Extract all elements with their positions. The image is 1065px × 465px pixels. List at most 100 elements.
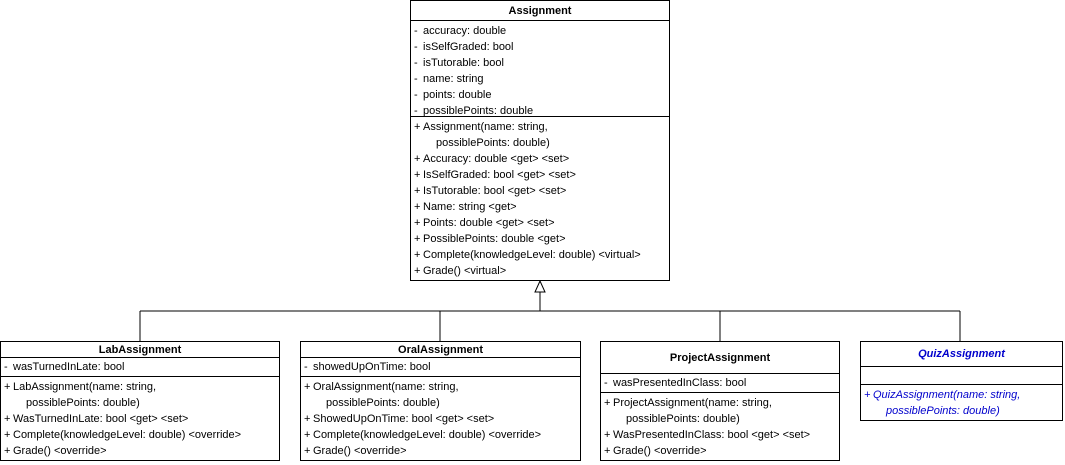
class-name-quiz-assignment: QuizAssignment bbox=[861, 342, 1062, 368]
operation-constructor-continued: possiblePoints: double) bbox=[626, 413, 740, 425]
attribute-is-self-graded: -isSelfGraded: bool bbox=[414, 39, 666, 55]
operation-constructor: +LabAssignment(name: string, bbox=[4, 379, 276, 395]
visibility-marker: - bbox=[414, 25, 418, 37]
class-assignment[interactable]: Assignment -accuracy: double -isSelfGrad… bbox=[410, 0, 670, 281]
visibility-marker: + bbox=[4, 445, 11, 457]
attribute-is-tutorable: -isTutorable: bool bbox=[414, 55, 666, 71]
attribute-text: wasTurnedInLate: bool bbox=[13, 361, 125, 373]
operation-grade: +Grade() <override> bbox=[604, 443, 836, 459]
visibility-marker: + bbox=[604, 429, 611, 441]
operation-text: Grade() <override> bbox=[313, 445, 407, 457]
class-lab-assignment[interactable]: LabAssignment -wasTurnedInLate: bool +La… bbox=[0, 341, 280, 461]
operation-text: Grade() <override> bbox=[613, 445, 707, 457]
operation-text: LabAssignment(name: string, bbox=[13, 381, 157, 393]
operations-compartment-oral: +OralAssignment(name: string, possiblePo… bbox=[301, 377, 580, 460]
operation-points: +Points: double <get> <set> bbox=[414, 215, 666, 231]
attributes-compartment-assignment: -accuracy: double -isSelfGraded: bool -i… bbox=[411, 21, 669, 117]
operation-complete: +Complete(knowledgeLevel: double) <overr… bbox=[4, 427, 276, 443]
operation-text: ProjectAssignment(name: string, bbox=[613, 397, 772, 409]
visibility-marker: + bbox=[414, 185, 421, 197]
operation-constructor-continued: possiblePoints: double) bbox=[436, 137, 550, 149]
operation-grade: +Grade() <override> bbox=[4, 443, 276, 459]
visibility-marker: + bbox=[414, 265, 421, 277]
attribute-text: accuracy: double bbox=[423, 25, 507, 37]
visibility-marker: + bbox=[604, 445, 611, 457]
operation-text: IsSelfGraded: bool <get> <set> bbox=[423, 169, 576, 181]
operation-text: Complete(knowledgeLevel: double) <overri… bbox=[313, 429, 542, 441]
visibility-marker: + bbox=[304, 413, 311, 425]
attribute-text: showedUpOnTime: bool bbox=[313, 361, 431, 373]
visibility-marker: - bbox=[604, 377, 608, 389]
operation-text: OralAssignment(name: string, bbox=[313, 381, 459, 393]
operation-was-presented-in-class: +WasPresentedInClass: bool <get> <set> bbox=[604, 427, 836, 443]
operations-compartment-quiz: +QuizAssignment(name: string, possiblePo… bbox=[861, 385, 1062, 420]
operation-text: Accuracy: double <get> <set> bbox=[423, 153, 570, 165]
class-oral-assignment[interactable]: OralAssignment -showedUpOnTime: bool +Or… bbox=[300, 341, 581, 461]
visibility-marker: + bbox=[304, 445, 311, 457]
operations-compartment-project: +ProjectAssignment(name: string, possibl… bbox=[601, 393, 839, 460]
operation-complete: +Complete(knowledgeLevel: double) <virtu… bbox=[414, 247, 666, 263]
operation-text: Name: string <get> bbox=[423, 201, 517, 213]
visibility-marker: + bbox=[414, 169, 421, 181]
operation-text: WasPresentedInClass: bool <get> <set> bbox=[613, 429, 811, 441]
attribute-text: isTutorable: bool bbox=[423, 57, 504, 69]
operation-grade: +Grade() <virtual> bbox=[414, 263, 666, 279]
attributes-compartment-oral: -showedUpOnTime: bool bbox=[301, 358, 580, 377]
operation-text: ShowedUpOnTime: bool <get> <set> bbox=[313, 413, 495, 425]
attribute-text: name: string bbox=[423, 73, 484, 85]
visibility-marker: + bbox=[4, 429, 11, 441]
operation-accuracy: +Accuracy: double <get> <set> bbox=[414, 151, 666, 167]
operation-grade: +Grade() <override> bbox=[304, 443, 577, 459]
class-quiz-assignment[interactable]: QuizAssignment +QuizAssignment(name: str… bbox=[860, 341, 1063, 421]
attribute-possible-points: -possiblePoints: double bbox=[414, 103, 666, 119]
operation-text: Grade() <override> bbox=[13, 445, 107, 457]
visibility-marker: + bbox=[304, 381, 311, 393]
visibility-marker: + bbox=[604, 397, 611, 409]
operation-text: QuizAssignment(name: string, bbox=[873, 389, 1021, 401]
operation-text: Complete(knowledgeLevel: double) <virtua… bbox=[423, 249, 641, 261]
visibility-marker: - bbox=[304, 361, 308, 373]
operation-constructor-continued: possiblePoints: double) bbox=[326, 397, 440, 409]
attribute-text: points: double bbox=[423, 89, 492, 101]
operation-constructor: +QuizAssignment(name: string, bbox=[864, 387, 1059, 403]
operation-is-tutorable: +IsTutorable: bool <get> <set> bbox=[414, 183, 666, 199]
operation-constructor: +OralAssignment(name: string, bbox=[304, 379, 577, 395]
generalization-arrowhead bbox=[534, 279, 546, 293]
operation-possible-points: +PossiblePoints: double <get> bbox=[414, 231, 666, 247]
visibility-marker: + bbox=[414, 121, 421, 133]
class-name-oral-assignment: OralAssignment bbox=[301, 342, 580, 358]
visibility-marker: + bbox=[304, 429, 311, 441]
visibility-marker: + bbox=[414, 153, 421, 165]
class-project-assignment[interactable]: ProjectAssignment -wasPresentedInClass: … bbox=[600, 341, 840, 461]
operation-is-self-graded: +IsSelfGraded: bool <get> <set> bbox=[414, 167, 666, 183]
visibility-marker: + bbox=[4, 381, 11, 393]
operation-was-turned-in-late: +WasTurnedInLate: bool <get> <set> bbox=[4, 411, 276, 427]
attribute-was-presented-in-class: -wasPresentedInClass: bool bbox=[604, 375, 836, 391]
visibility-marker: + bbox=[414, 217, 421, 229]
visibility-marker: - bbox=[414, 105, 418, 117]
operation-constructor: +Assignment(name: string, bbox=[414, 119, 666, 135]
operation-name: +Name: string <get> bbox=[414, 199, 666, 215]
attribute-showed-up-on-time: -showedUpOnTime: bool bbox=[304, 359, 577, 375]
operation-constructor-continued: possiblePoints: double) bbox=[886, 405, 1000, 417]
attribute-points: -points: double bbox=[414, 87, 666, 103]
class-name-lab-assignment: LabAssignment bbox=[1, 342, 279, 358]
attributes-compartment-quiz bbox=[861, 367, 1062, 385]
attribute-text: wasPresentedInClass: bool bbox=[613, 377, 747, 389]
operation-showed-up-on-time: +ShowedUpOnTime: bool <get> <set> bbox=[304, 411, 577, 427]
visibility-marker: - bbox=[414, 57, 418, 69]
visibility-marker: + bbox=[414, 201, 421, 213]
operation-text: Complete(knowledgeLevel: double) <overri… bbox=[13, 429, 242, 441]
attributes-compartment-lab: -wasTurnedInLate: bool bbox=[1, 358, 279, 377]
visibility-marker: - bbox=[414, 73, 418, 85]
operation-complete: +Complete(knowledgeLevel: double) <overr… bbox=[304, 427, 577, 443]
attributes-compartment-project: -wasPresentedInClass: bool bbox=[601, 374, 839, 393]
operation-text: Points: double <get> <set> bbox=[423, 217, 555, 229]
attribute-text: possiblePoints: double bbox=[423, 105, 534, 117]
attribute-name: -name: string bbox=[414, 71, 666, 87]
class-name-assignment: Assignment bbox=[411, 1, 669, 21]
attribute-accuracy: -accuracy: double bbox=[414, 23, 666, 39]
attribute-text: isSelfGraded: bool bbox=[423, 41, 514, 53]
operation-text: PossiblePoints: double <get> bbox=[423, 233, 566, 245]
operation-text: Grade() <virtual> bbox=[423, 265, 507, 277]
